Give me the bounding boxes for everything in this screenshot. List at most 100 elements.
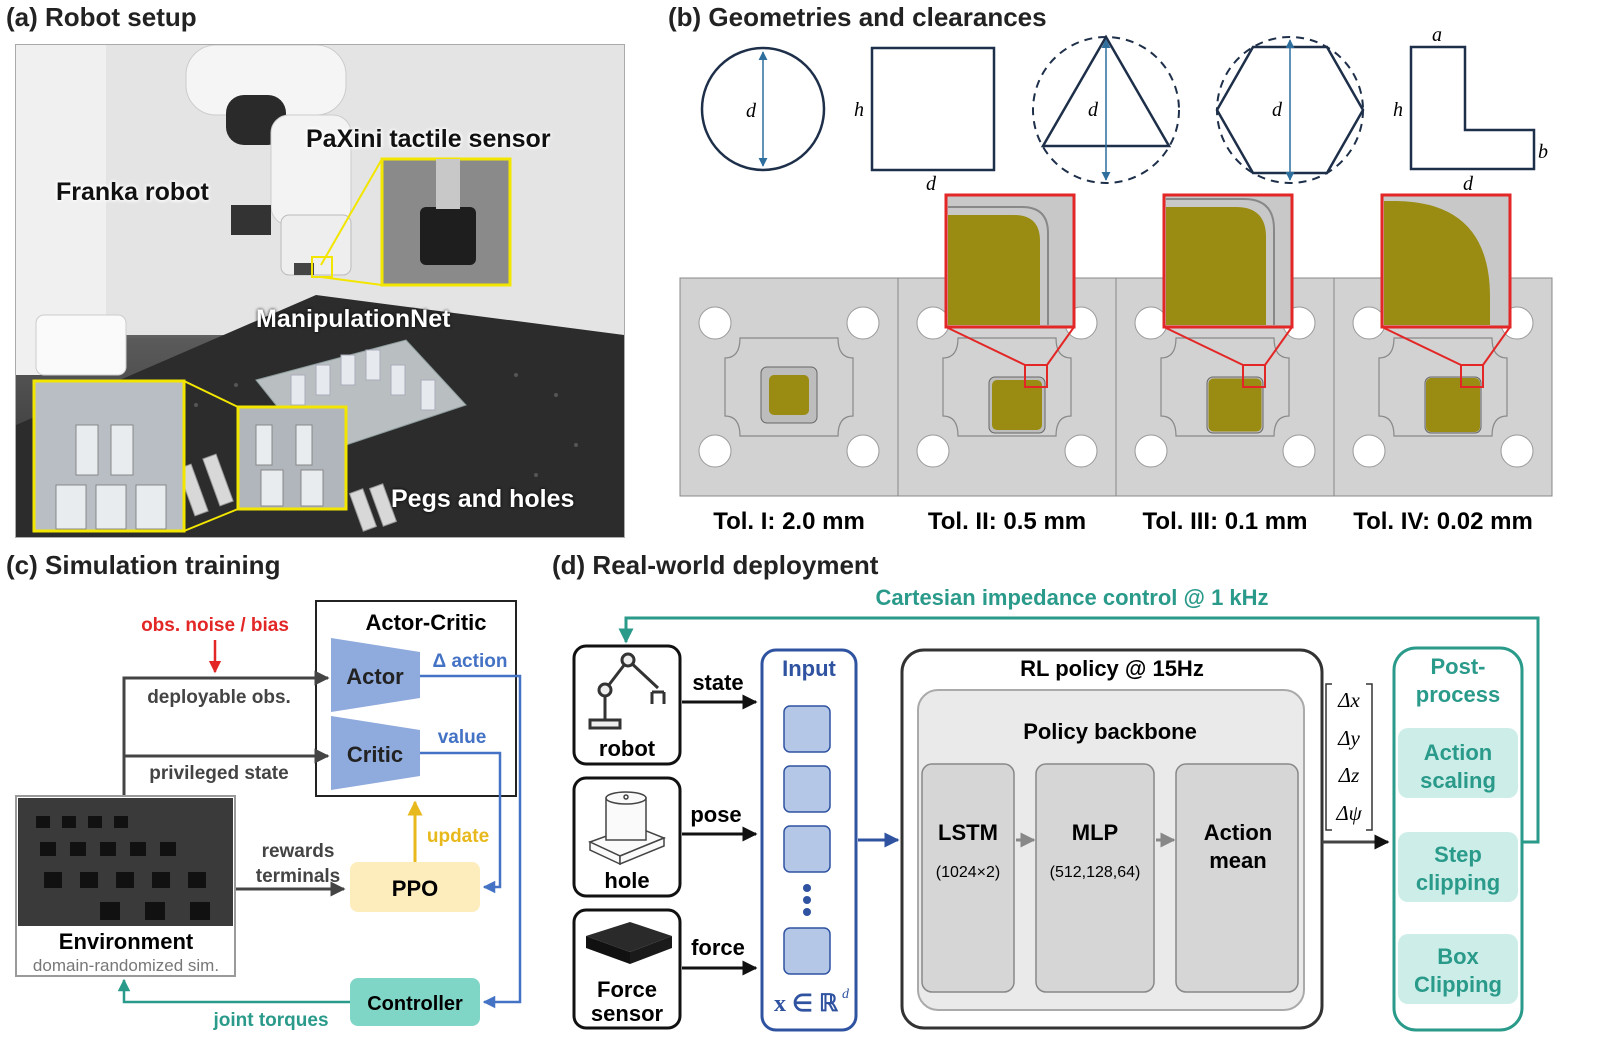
rewards-label: rewards [262,841,335,862]
tolerance-label: Tol. II: 0.5 mm [927,508,1087,535]
action-mean-label-1: Action [1204,820,1272,845]
pose-label: pose [690,802,741,827]
franka-robot-label: Franka robot [56,178,209,206]
action-scaling-label-1: Action [1424,740,1492,765]
square-geometry: h d [854,46,996,195]
input-label: Input [782,656,836,681]
paxini-sensor-label: PaXini tactile sensor [306,125,551,153]
actor-block [331,638,420,712]
rl-policy-label: RL policy @ 15Hz [1020,656,1204,681]
post-process-label-1: Post- [1431,654,1486,679]
panel-a-title: (a) Robot setup [6,2,197,32]
delta-bracket-right [1366,683,1373,831]
action-scaling-block [1398,728,1518,798]
delta-action-label: Δ action [433,651,508,672]
environment-label: Environment [59,929,194,954]
force-sensor-label-1: Force [597,977,657,1002]
actor-critic-title: Actor-Critic [365,610,486,635]
delta-y: Δy [1337,726,1360,750]
clearance-plate [897,193,1117,497]
robot-photo-illustration [16,45,624,537]
critic-block [331,716,420,790]
robot-label: robot [599,736,656,761]
update-label: update [427,826,489,847]
force-label: force [691,935,745,960]
force-sensor-label-2: sensor [591,1001,664,1026]
triangle-d-label: d [1088,99,1099,121]
pegs-holes-label: Pegs and holes [391,485,575,513]
delta-x: Δx [1337,688,1360,712]
square-h-label: h [854,99,864,121]
actor-label: Actor [346,664,404,689]
delta-z: Δz [1338,763,1360,787]
input-formula-sup: d [842,987,850,1002]
delta-psi: Δψ [1335,801,1362,825]
l-h-label: h [1393,99,1403,121]
l-a-label: a [1432,30,1442,46]
simulation-training-diagram: Actor-Critic Actor Critic obs. noise / b… [15,600,522,1031]
action-scaling-label-2: scaling [1420,768,1496,793]
box-clipping-label-1: Box [1437,944,1479,969]
step-clipping-label-1: Step [1434,842,1482,867]
deployment-diagram: Cartesian impedance control @ 1 kHz robo… [572,585,1540,1032]
controller-label: Controller [367,993,463,1015]
lstm-label: LSTM [938,820,998,845]
panel-b-title: (b) Geometries and clearances [668,2,1047,32]
square-d-label: d [926,173,937,195]
environment-sublabel: domain-randomized sim. [33,956,219,975]
clearance-plate [1115,193,1335,497]
circle-geometry: d [700,46,826,172]
clearance-plate [679,277,899,497]
panel-d-title: (d) Real-world deployment [552,550,879,580]
lstm-sub: (1024×2) [936,864,1001,881]
action-mean-block [1175,763,1299,993]
clearance-plate [1333,193,1553,497]
tolerance-label: Tol. III: 0.1 mm [1142,508,1308,535]
cartesian-control-label: Cartesian impedance control @ 1 kHz [875,585,1268,610]
post-process-label-2: process [1416,682,1500,707]
box-clipping-block [1398,934,1518,1004]
policy-backbone-label: Policy backbone [1023,719,1197,744]
step-clipping-label-2: clipping [1416,870,1500,895]
mlp-label: MLP [1072,820,1118,845]
joint-torques-label: joint torques [212,1010,328,1031]
hole-label: hole [604,868,649,893]
force-sensor-icon [586,922,672,964]
environment-objects [36,816,210,920]
panel-c-title: (c) Simulation training [6,550,281,580]
lstm-block [921,763,1015,993]
l-b-label: b [1538,141,1548,163]
input-ellipsis [803,884,811,916]
l-shape-geometry: a h b d [1393,30,1548,195]
hexagon-geometry: d [1215,36,1365,184]
ppo-label: PPO [392,876,438,901]
circle-d-label: d [746,100,757,122]
state-label: state [692,670,743,695]
tolerance-row: Tol. I: 2.0 mm Tol. II: 0.5 mm Tol. III:… [680,508,1550,540]
obs-noise-label: obs. noise / bias [141,615,289,636]
mlp-block [1035,763,1155,993]
deployable-obs-label: deployable obs. [147,687,291,708]
delta-bracket-left [1325,683,1332,831]
robot-box [572,644,682,766]
triangle-geometry: d [1032,34,1180,184]
mlp-sub: (512,128,64) [1050,864,1141,881]
manipulationnet-label: ManipulationNet [256,305,451,333]
robot-arm-icon [588,652,666,730]
tolerance-label: Tol. IV: 0.02 mm [1353,508,1533,535]
l-d-label: d [1463,173,1474,195]
input-vector-cells [783,705,831,975]
value-label: value [438,727,487,748]
geometries-diagram: d h d d d a h b d [679,30,1553,497]
hexagon-d-label: d [1272,99,1283,121]
controller-box [350,978,480,1026]
step-clipping-block [1398,832,1518,902]
robot-setup-photo: Franka robot PaXini tactile sensor Manip… [15,44,625,538]
critic-label: Critic [347,742,403,767]
terminals-label: terminals [256,866,340,887]
box-clipping-label-2: Clipping [1414,972,1502,997]
privileged-state-label: privileged state [149,763,288,784]
tolerance-label: Tol. I: 2.0 mm [713,508,865,535]
hole-icon [588,791,666,866]
input-formula: x ∈ ℝ [774,991,839,1017]
